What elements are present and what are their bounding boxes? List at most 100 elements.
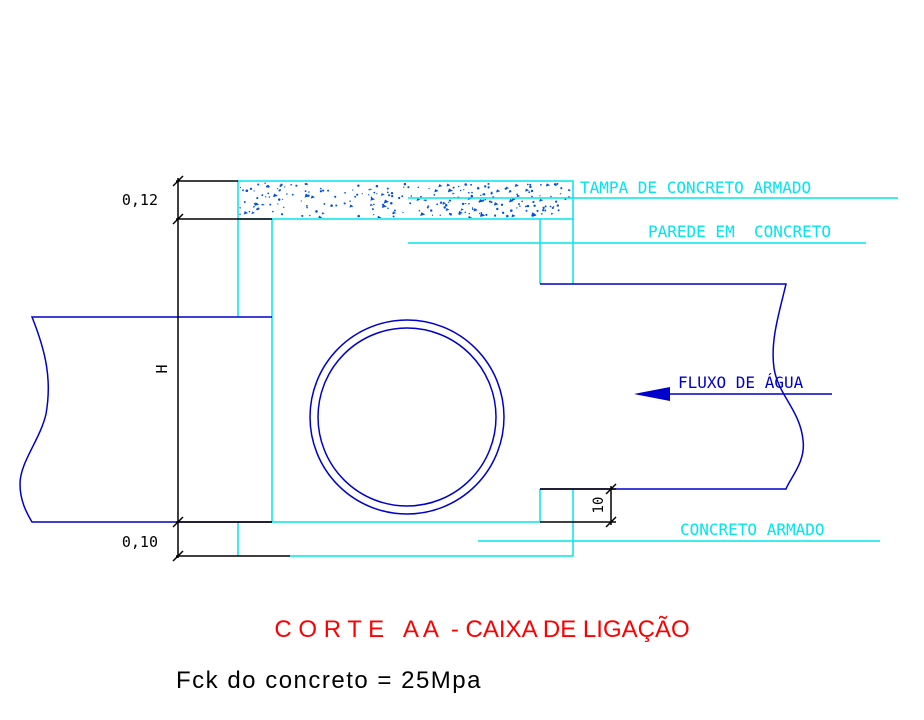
arrow-head-icon: [634, 387, 670, 401]
hatch-speck: [390, 191, 394, 195]
hatch-speck: [484, 198, 487, 201]
hatch-speck: [245, 189, 249, 192]
hatch-speck: [239, 213, 241, 216]
hatch-speck: [318, 215, 323, 218]
hatch-speck: [501, 211, 505, 214]
hatch-speck: [420, 212, 426, 217]
hatch-speck: [380, 193, 385, 196]
label-base: CONCRETO ARMADO: [680, 520, 825, 539]
hatch-speck: [344, 192, 346, 194]
hatch-speck: [264, 182, 266, 184]
hatch-speck: [301, 214, 304, 217]
hatch-speck: [539, 195, 541, 197]
hatch-speck: [479, 212, 481, 215]
hatch-speck: [476, 187, 480, 190]
hatch-speck: [410, 195, 413, 197]
hatch-speck: [550, 212, 554, 215]
dim-height: H: [153, 364, 171, 373]
hatch-speck: [352, 189, 354, 191]
hatch-speck: [402, 211, 404, 214]
hatch-speck: [463, 189, 465, 191]
hatch-speck: [539, 198, 544, 202]
hatch-speck: [322, 189, 325, 192]
label-flow: FLUXO DE ÁGUA: [678, 373, 804, 392]
hatch-speck: [252, 205, 256, 208]
hatch-speck: [257, 207, 260, 210]
hatch-speck: [327, 189, 330, 192]
hatch-speck: [556, 204, 559, 207]
hatch-speck: [525, 188, 530, 192]
hatch-speck: [377, 215, 382, 218]
hatch-speck: [335, 204, 338, 207]
hatch-speck: [504, 187, 507, 190]
hatch-speck: [261, 194, 264, 197]
hatch-speck: [490, 192, 493, 195]
hatch-speck: [428, 187, 430, 190]
hatch-speck: [425, 199, 427, 202]
hatch-speck: [493, 202, 499, 206]
hatch-speck: [485, 213, 488, 216]
dim-lid-thickness: 0,12: [122, 191, 158, 209]
label-wall: PAREDE EM CONCRETO: [648, 222, 831, 241]
hatch-speck: [281, 198, 284, 200]
hatch-speck: [542, 209, 545, 212]
hatch-speck: [403, 186, 405, 188]
hatch-speck: [272, 210, 274, 213]
hatch-speck: [445, 208, 450, 211]
hatch-speck: [506, 214, 509, 218]
hatch-speck: [464, 202, 467, 205]
hatch-speck: [304, 193, 310, 198]
label-lid: TAMPA DE CONCRETO ARMADO: [580, 178, 811, 197]
flow-arrow: [634, 387, 832, 401]
dim-pipe-offset: 10: [591, 497, 607, 514]
hatch-speck: [444, 204, 448, 207]
hatch-speck: [319, 190, 323, 193]
hatch-speck: [354, 195, 357, 198]
hatch-speck: [526, 204, 530, 208]
hatch-speck: [511, 214, 516, 218]
hatch-speck: [439, 214, 441, 216]
hatch-speck: [251, 211, 255, 215]
hatch-speck: [557, 209, 560, 212]
hatch-speck: [305, 204, 308, 207]
hatch-speck: [305, 183, 308, 186]
hatch-speck: [484, 185, 487, 188]
hatch-speck: [551, 206, 554, 210]
hatch-speck: [433, 194, 436, 196]
hatch-speck: [304, 190, 307, 193]
pipe-outer-circle: [309, 319, 505, 515]
hatch-speck: [556, 182, 559, 185]
hatch-speck: [468, 212, 471, 215]
hatch-speck: [372, 213, 375, 216]
hatch-speck: [487, 186, 490, 189]
dimensions: [172, 175, 617, 562]
hatch-speck: [277, 198, 281, 201]
hatch-speck: [446, 183, 451, 187]
hatch-speck: [370, 188, 372, 191]
hatch-speck: [265, 196, 267, 198]
hatch-speck: [309, 214, 311, 217]
hatch-speck: [468, 215, 473, 218]
hatch-speck: [373, 203, 375, 206]
hatch-speck: [261, 203, 263, 206]
hatch-speck: [307, 194, 310, 197]
hatch-speck: [349, 200, 351, 202]
hatch-speck: [496, 207, 499, 211]
hatch-speck: [371, 208, 374, 211]
hatch-speck: [516, 194, 521, 198]
hatch-speck: [544, 209, 547, 212]
hatch-speck: [544, 205, 547, 208]
hatch-speck: [473, 208, 478, 212]
hatch-speck: [323, 202, 326, 205]
hatch-speck: [457, 185, 460, 188]
hatch-speck: [248, 210, 251, 213]
hatch-speck: [256, 197, 259, 200]
hatch-speck: [278, 189, 281, 192]
hatch-speck: [243, 211, 249, 215]
hatch-speck: [277, 188, 279, 190]
hatch-speck: [239, 207, 241, 209]
hatch-speck: [290, 183, 293, 186]
hatch-speck: [530, 189, 534, 193]
hatch-speck: [368, 188, 370, 191]
